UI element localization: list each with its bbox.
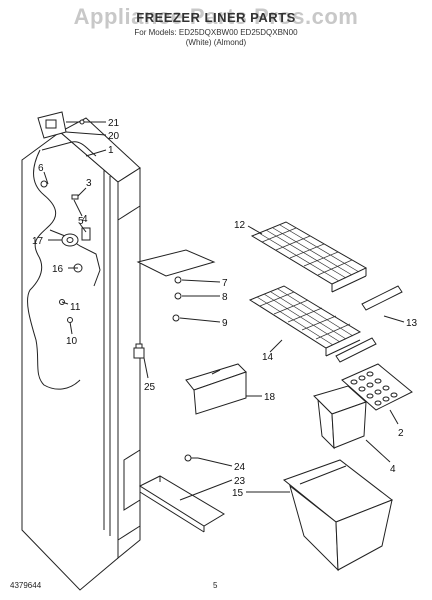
leader-lines [43, 121, 405, 501]
callout-label: 7 [222, 278, 228, 289]
mounting-bracket [37, 111, 85, 139]
callout-label: 23 [234, 476, 246, 487]
wire-harness [27, 141, 101, 390]
callout-label: 10 [66, 336, 78, 347]
callout-label: 16 [52, 264, 64, 275]
ice-bin-small [313, 385, 367, 450]
callout-label: 24 [234, 462, 246, 473]
callout-label: 25 [144, 382, 156, 393]
callout-label: 21 [108, 118, 120, 129]
model-variants: (White) (Almond) [185, 38, 247, 47]
light-socket [133, 343, 145, 359]
callout-label: 8 [222, 292, 228, 303]
callout-label: 18 [264, 392, 276, 403]
callout-label: 6 [38, 163, 44, 174]
callout-label: 14 [262, 352, 274, 363]
callout-label: 3 [86, 178, 92, 189]
lower-wire-shelf [248, 285, 362, 357]
damper-plate [136, 249, 216, 322]
callout-label: 5 [78, 216, 84, 227]
page-number: 5 [213, 581, 218, 590]
upper-wire-shelf [250, 221, 368, 293]
callout-label: 4 [390, 464, 396, 475]
callout-labels: 21 20 1 6 3 4 5 17 16 11 10 12 7 8 9 13 … [32, 118, 418, 499]
freezer-liner [21, 117, 141, 591]
bottom-rail [138, 475, 225, 533]
callout-label: 11 [70, 302, 81, 313]
screw [184, 454, 198, 462]
ice-cube-tray [341, 363, 413, 411]
callout-label: 17 [32, 236, 44, 247]
page-title: FREEZER LINER PARTS [136, 10, 296, 25]
storage-bin-large [282, 459, 394, 572]
callout-label: 20 [108, 131, 120, 142]
bracket-shelf [185, 363, 247, 415]
watermark-text: Appliance Parts Pros.com [73, 4, 359, 29]
shelf-supports [335, 285, 403, 363]
model-numbers: For Models: ED25DQXBW00 ED25DQXBN00 [134, 28, 298, 37]
callout-label: 12 [234, 220, 246, 231]
callout-label: 4 [82, 214, 88, 225]
callout-label: 13 [406, 318, 418, 329]
callout-label: 2 [398, 428, 404, 439]
callout-label: 1 [108, 145, 114, 156]
document-number: 4379644 [10, 581, 42, 590]
callout-label: 9 [222, 318, 228, 329]
callout-label: 15 [232, 488, 244, 499]
